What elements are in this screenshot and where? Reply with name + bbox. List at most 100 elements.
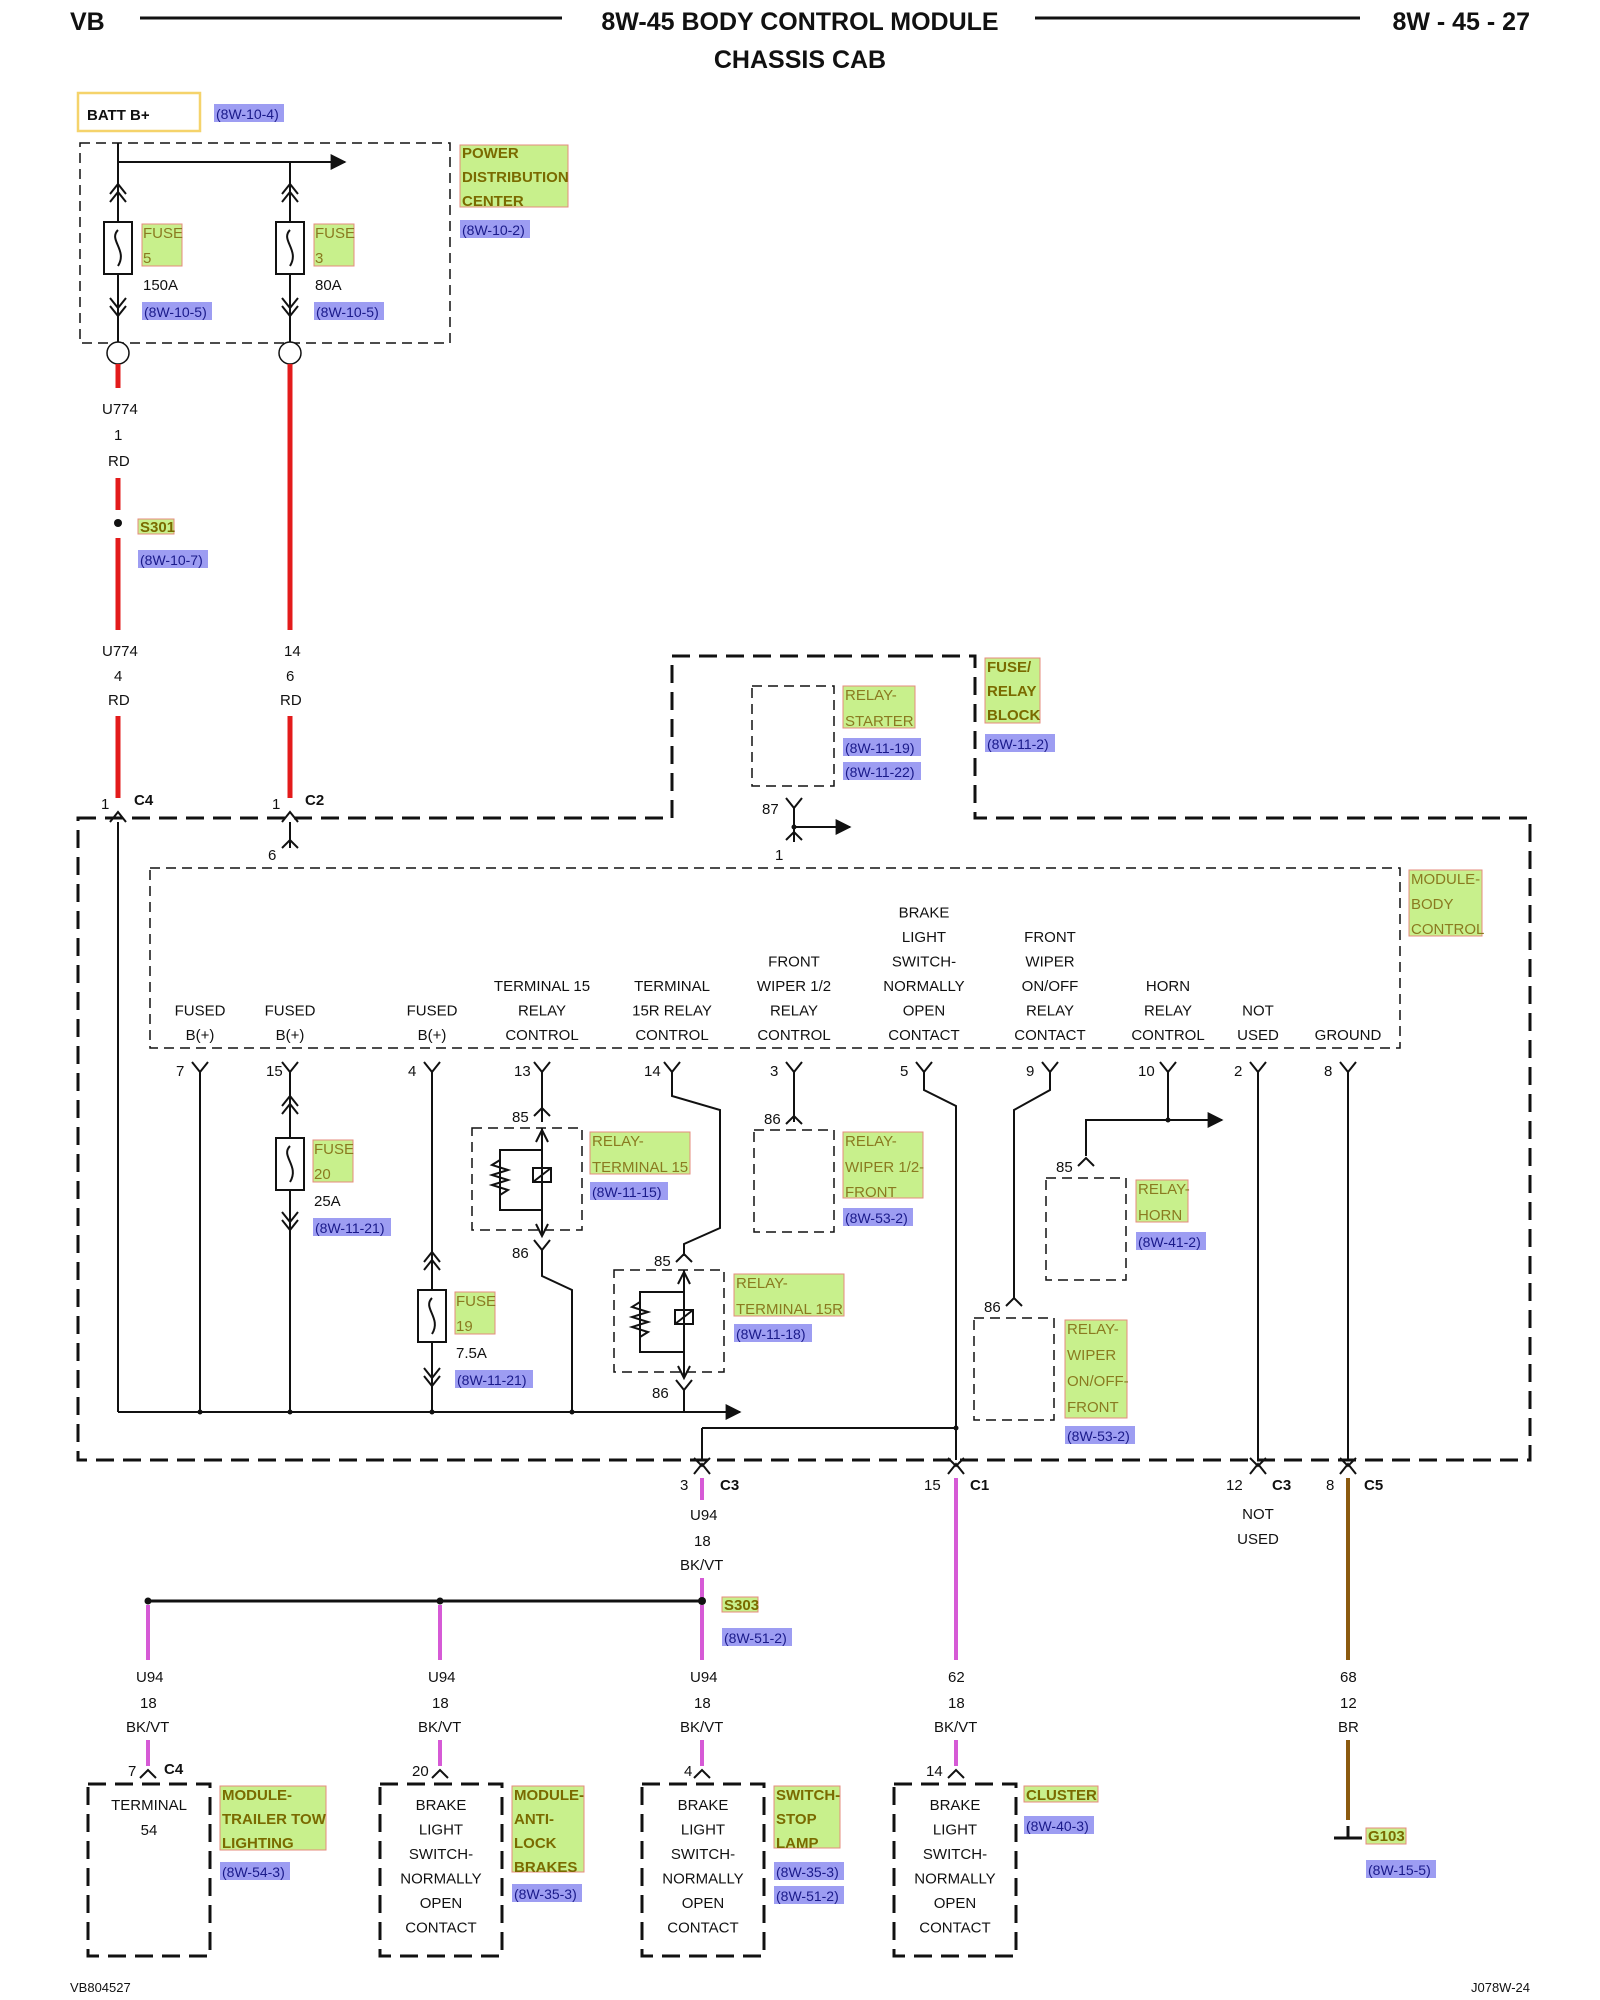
u94-2-color: BK/VT (418, 1719, 461, 1736)
t15-term86 (533, 1239, 551, 1252)
abs-label-bg (511, 1785, 585, 1873)
bcm-pin-4-number: 4 (408, 1063, 416, 1080)
u94-3-color: BK/VT (680, 1719, 723, 1736)
bcm-pin-4-label-1: FUSED (407, 1003, 458, 1020)
batt-ref-link[interactable]: (8W-10-4) (216, 106, 279, 122)
pdc-name-3: CENTER (462, 193, 524, 210)
cluster-label-bg (1023, 1785, 1099, 1803)
frb-ref-link[interactable]: (8W-11-2) (987, 736, 1049, 752)
wire-62-circuit: 62 (948, 1669, 965, 1686)
relay-t15r-resistor (628, 1301, 652, 1338)
relay-wiper12-ref-link[interactable]: (8W-53-2) (845, 1210, 908, 1226)
relay-wiperonoff-ref-link[interactable]: (8W-53-2) (1067, 1428, 1130, 1444)
c3-out-term (693, 1462, 711, 1475)
relay-starter-label-bg (842, 685, 916, 729)
bcm-pin-14-number: 14 (644, 1063, 661, 1080)
g103-ref-link[interactable]: (8W-15-5) (1368, 1862, 1431, 1878)
horn-pin85: 85 (1056, 1159, 1073, 1176)
page-number: 8W - 45 - 27 (1392, 8, 1530, 36)
starter-junction (791, 824, 797, 830)
trailer-body-2: 54 (141, 1822, 158, 1839)
bcm-pin-10-number: 10 (1138, 1063, 1155, 1080)
abs-body-2: LIGHT (419, 1822, 463, 1839)
pdc-box (79, 142, 451, 344)
wiper12-pin86: 86 (764, 1111, 781, 1128)
s301-ref-link[interactable]: (8W-10-7) (140, 552, 203, 568)
relay-starter-ref1-link[interactable]: (8W-11-19) (845, 740, 915, 756)
bcm-pin-15-number: 15 (266, 1063, 283, 1080)
cluster-ref-link[interactable]: (8W-40-3) (1026, 1818, 1089, 1834)
wire-u774b-gauge: 4 (114, 668, 122, 685)
s303-ref-link[interactable]: (8W-51-2) (724, 1630, 787, 1646)
t15r-term86 (675, 1379, 693, 1392)
fuse19-label-bg (454, 1291, 496, 1335)
fuse20-ref-link[interactable]: (8W-11-21) (315, 1220, 385, 1236)
relay-t15r-ref-link[interactable]: (8W-11-18) (736, 1326, 806, 1342)
relay-wiperonoff-label-bg (1064, 1319, 1128, 1419)
splice-s301-dot (114, 519, 122, 527)
relay-horn-ref-bg (1136, 1232, 1206, 1250)
starter-term87 (785, 797, 803, 810)
bcm-pin-4-label-2: B(+) (418, 1027, 447, 1044)
relay-t15r-coil-diag (674, 1309, 694, 1325)
abs-body-6: CONTACT (405, 1920, 476, 1937)
relay-wiperonoff-box (973, 1317, 1055, 1421)
abs-ref-link[interactable]: (8W-35-3) (514, 1886, 577, 1902)
c1-out-name: C1 (970, 1477, 989, 1494)
relay-starter-ref2-link[interactable]: (8W-11-22) (845, 764, 915, 780)
stop-ref2-link[interactable]: (8W-51-2) (776, 1888, 839, 1904)
bcm-label-bg (1408, 869, 1483, 937)
bcm-pin-14-label-2: 15R RELAY (632, 1003, 712, 1020)
fuse19-ref-bg (455, 1370, 533, 1388)
output-connectors: 3 C3 15 C1 12 C3 8 C5 (680, 1462, 1383, 1494)
fuse19-ref-link[interactable]: (8W-11-21) (457, 1372, 527, 1388)
stop-body-1: BRAKE (678, 1797, 729, 1814)
pdc-ref-link[interactable]: (8W-10-2) (462, 222, 525, 238)
bcm-pin-9-label-1: FRONT (1024, 929, 1076, 946)
abs-name-3: LOCK (514, 1835, 557, 1852)
relay-horn-ref-link[interactable]: (8W-41-2) (1138, 1234, 1201, 1250)
batt-ref-bg (214, 104, 284, 122)
pin14-wire (671, 1072, 721, 1256)
wiperonoff-term86 (1005, 1296, 1023, 1307)
relay-t15-ref-link[interactable]: (8W-11-15) (592, 1184, 662, 1200)
stop-ref1-bg (774, 1862, 844, 1880)
g103-ref-bg (1366, 1860, 1436, 1878)
relay-t15r-coil (674, 1309, 694, 1325)
stop-body-4: NORMALLY (662, 1871, 743, 1888)
u94-main-gauge: 18 (694, 1533, 711, 1550)
relay-t15r-label-bg (733, 1273, 845, 1317)
relay-t15-loop (499, 1149, 542, 1211)
c5-in-term (1339, 1457, 1357, 1468)
bcm-pin-13-label-3: CONTROL (505, 1027, 578, 1044)
trailer-name-2: TRAILER TOW (222, 1811, 327, 1828)
fuse5-ref-link[interactable]: (8W-10-5) (144, 304, 207, 320)
abs-name-2: ANTI- (514, 1811, 554, 1828)
starter-pin87: 87 (762, 801, 779, 818)
relay-t15-coil-diag (532, 1167, 552, 1183)
u94-2-gauge: 18 (432, 1695, 449, 1712)
bcm-pin-5-label-5: OPEN (903, 1003, 946, 1020)
bcm-name-1: MODULE- (1411, 871, 1480, 888)
stop-name-3: LAMP (776, 1835, 819, 1852)
stop-body-2: LIGHT (681, 1822, 725, 1839)
fuse3-element (286, 229, 294, 267)
bcm-pin-3-label-4: CONTROL (757, 1027, 830, 1044)
trailer-pin: 7 (128, 1763, 136, 1780)
footer-right: J078W-24 (1471, 1980, 1530, 1995)
t15-term85 (533, 1106, 551, 1117)
stop-ref1-link[interactable]: (8W-35-3) (776, 1864, 839, 1880)
relay-wiper12-box (753, 1129, 835, 1233)
pin9-wire (1013, 1072, 1051, 1298)
s303-node-1 (144, 1597, 152, 1605)
bcm-pin-3-number: 3 (770, 1063, 778, 1080)
trailer-body-1: TERMINAL (111, 1797, 187, 1814)
trailer-ref-bg (220, 1862, 290, 1880)
bcm-pin-9-terminal (1041, 1061, 1059, 1074)
fuse3-ref-link[interactable]: (8W-10-5) (316, 304, 379, 320)
fuse20-ref-bg (313, 1218, 391, 1236)
trailer-ref-link[interactable]: (8W-54-3) (222, 1864, 285, 1880)
bcm-pin-9-label-4: RELAY (1026, 1003, 1074, 1020)
starter-pin1: 1 (775, 847, 783, 864)
relay-wiperonoff-name-2: WIPER (1067, 1347, 1116, 1364)
